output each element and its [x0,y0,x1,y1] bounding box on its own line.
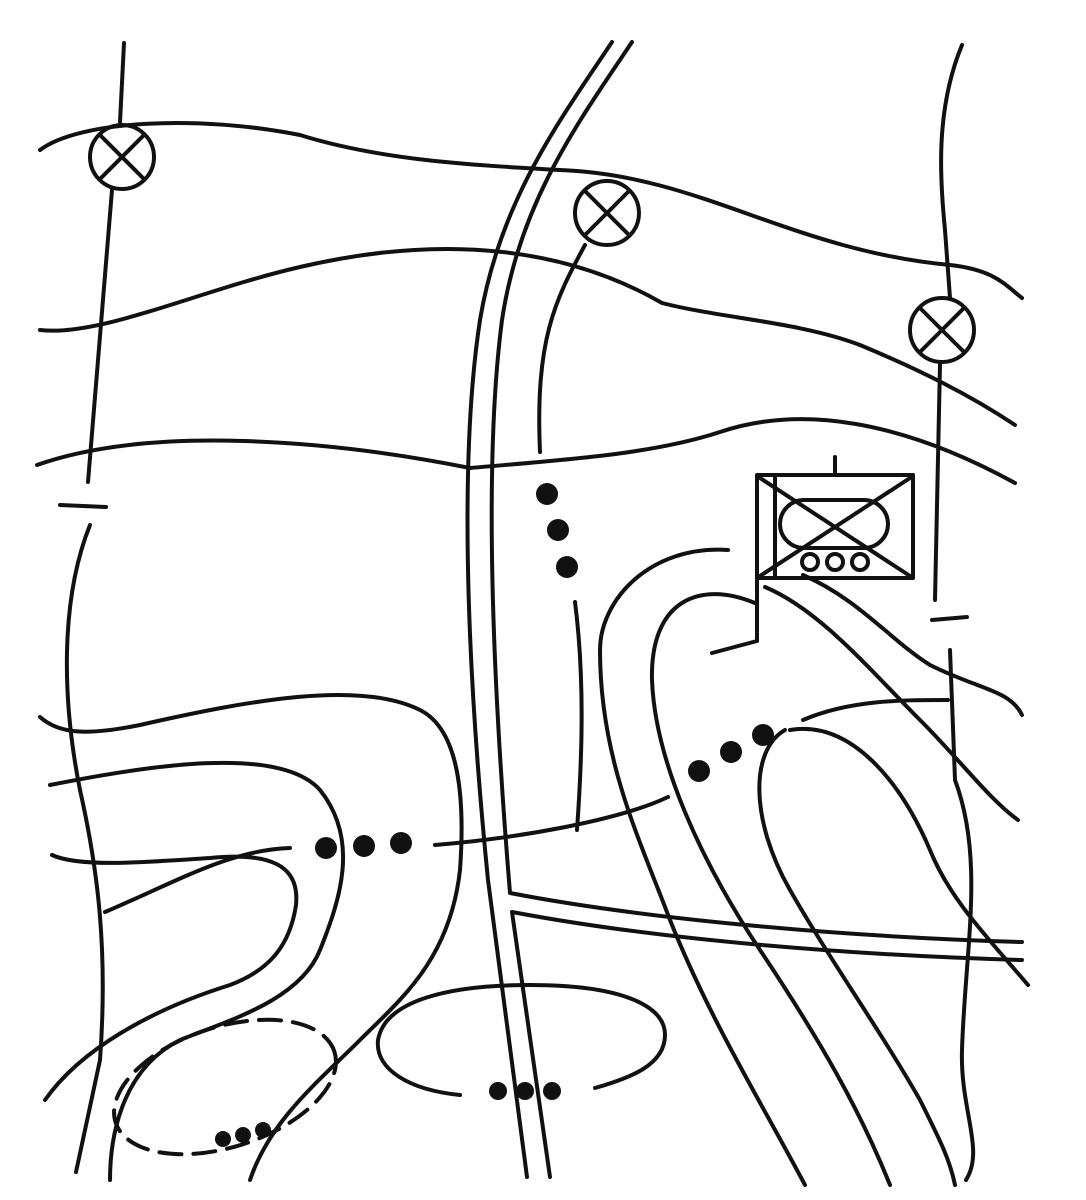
highway [510,910,1024,1179]
dot-line [315,832,412,859]
road-left [86,188,114,484]
armored-unit-flag [710,455,915,655]
stream [537,243,587,454]
contour-line [757,728,957,1187]
contour-line [801,573,1024,717]
contour-line [35,417,1017,485]
road-left [118,41,126,124]
road-right [948,648,976,1182]
crossed-circle-marker [908,296,976,364]
road-left [64,523,105,1174]
contour-line [598,547,807,1187]
contour-line [433,795,670,847]
highway [465,40,614,1179]
crossed-circle-marker [88,123,156,191]
dot-line [536,483,578,578]
stream [573,600,584,832]
road-right [939,43,964,300]
contour-line [801,698,950,722]
crossed-circle-marker [573,179,641,247]
contour-oval [375,983,667,1097]
road-right [933,362,942,602]
contour-line [43,853,299,1102]
contour-line [103,846,292,914]
road-gap [930,615,969,622]
contour-line [38,246,1017,427]
dot-line [489,1082,561,1100]
contour-line [38,693,464,1182]
dashed-area [112,1017,338,1157]
dot-line [215,1122,271,1147]
contour-line [649,592,892,1187]
dot-line [688,724,774,782]
contour-line [48,760,346,1182]
contour-line [763,585,1020,822]
contour-line [788,726,1030,987]
road-gap [58,503,108,509]
highway [489,40,1024,944]
